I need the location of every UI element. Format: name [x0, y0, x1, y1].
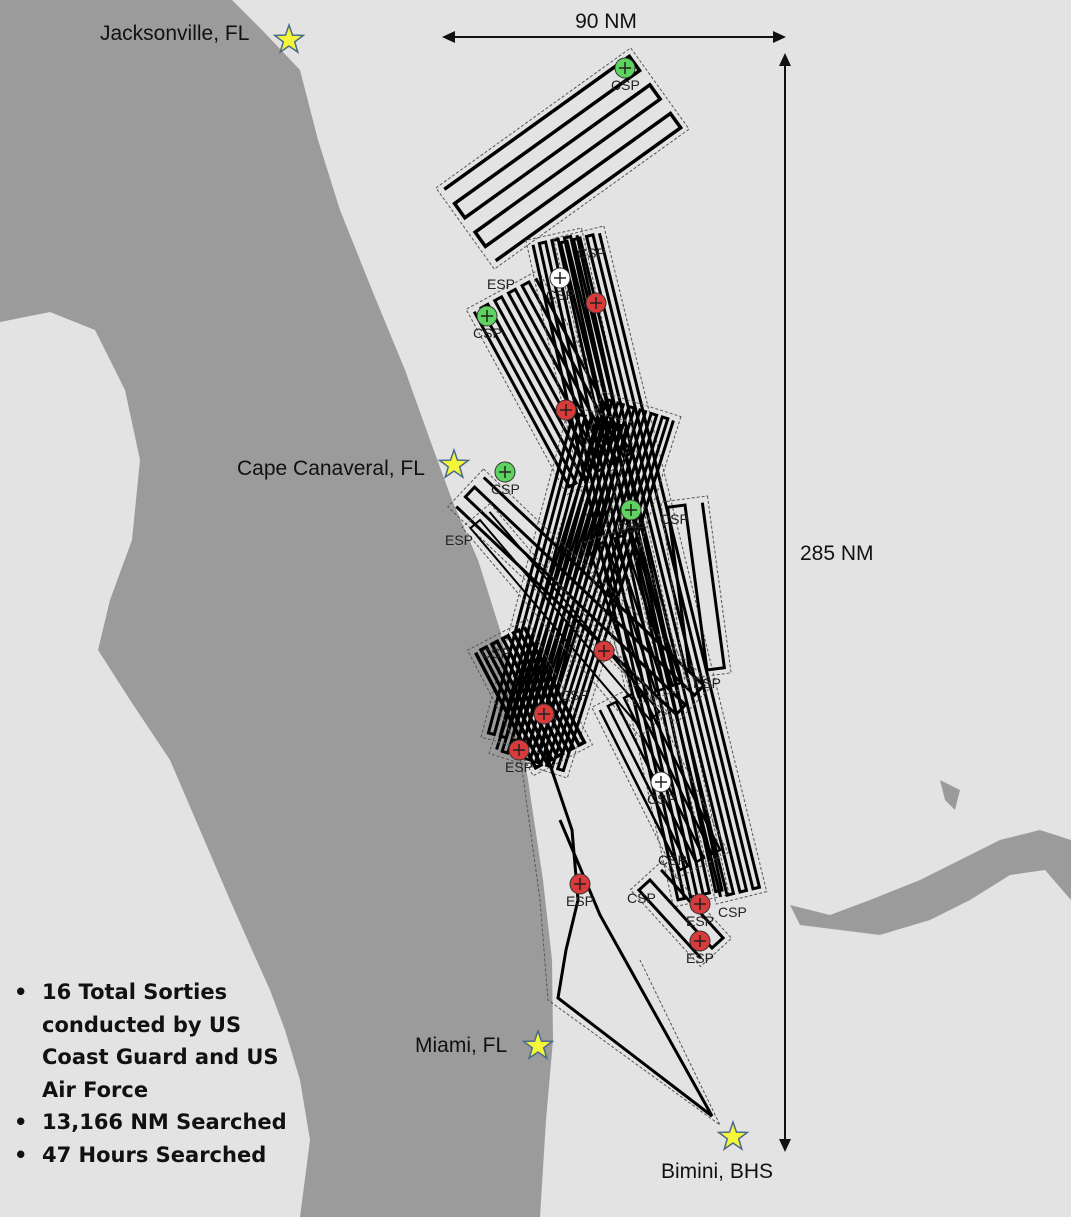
search-track	[665, 502, 727, 673]
red-point-marker[interactable]: ESP	[686, 893, 714, 929]
search-track	[455, 476, 706, 717]
stat-nm-searched: 13,166 NM Searched	[12, 1106, 302, 1139]
point-label: CSP	[658, 852, 687, 868]
search-area-boundary	[480, 404, 635, 756]
green-point-marker[interactable]: CSP	[473, 305, 502, 341]
city-miami: Miami, FL	[415, 1034, 507, 1057]
marker-label: CSP	[647, 791, 676, 807]
search-pattern	[480, 404, 635, 756]
search-track	[558, 232, 762, 898]
search-track	[587, 532, 683, 699]
marker-label: CSP	[473, 325, 502, 341]
search-area-boundary	[629, 860, 733, 968]
search-track	[474, 626, 587, 771]
marker-label: ESP	[566, 893, 594, 909]
marker-label: ESP	[686, 913, 714, 929]
point-label: CSP	[481, 645, 510, 661]
city-cape-canaveral: Cape Canaveral, FL	[237, 457, 425, 480]
search-pattern	[447, 468, 713, 724]
green-point-marker[interactable]: CSP	[611, 57, 640, 93]
city-bimini: Bimini, BHS	[661, 1160, 773, 1183]
star-icon-miami	[521, 1028, 555, 1060]
search-track	[598, 689, 722, 872]
red-point-marker[interactable]	[585, 292, 607, 314]
white-point-marker[interactable]: CSP	[546, 267, 575, 303]
search-track	[486, 412, 629, 749]
search-pattern	[435, 47, 690, 270]
search-pattern	[629, 860, 733, 968]
horizontal-scale: 90 NM	[442, 10, 786, 43]
star-icon-bimini	[716, 1119, 750, 1151]
point-label: CSP	[718, 904, 747, 920]
point-label: ESP	[693, 675, 721, 691]
marker-label: CSP	[611, 77, 640, 93]
red-point-marker[interactable]	[593, 640, 615, 662]
search-track	[636, 868, 726, 960]
marker-label: ESP	[505, 759, 533, 775]
point-label: CSP	[560, 687, 589, 703]
red-point-marker[interactable]: ESP	[686, 930, 714, 966]
city-labels: Jacksonville, FL Cape Canaveral, FL Miam…	[100, 22, 773, 1183]
search-pattern	[660, 495, 732, 680]
arrow-left-icon	[442, 31, 455, 43]
search-area-boundary	[580, 524, 690, 706]
point-label: CSP	[627, 890, 656, 906]
search-area-boundary	[591, 681, 729, 879]
marker-label: ESP	[686, 950, 714, 966]
search-statistics: 16 Total Sorties conducted by US Coast G…	[12, 976, 302, 1171]
star-icon-cape-canaveral	[437, 447, 471, 479]
bahamas-land	[790, 830, 1071, 935]
point-label: ESP	[487, 276, 515, 292]
marker-label: CSP	[546, 287, 575, 303]
search-area-boundary	[447, 468, 713, 724]
stat-hours-searched: 47 Hours Searched	[12, 1139, 302, 1172]
marker-label: CSP	[617, 519, 646, 535]
transit-track	[543, 749, 714, 1118]
transit-boundary	[519, 754, 721, 1126]
red-point-marker[interactable]	[533, 703, 555, 725]
bahamas-land-east	[940, 780, 960, 810]
red-point-marker[interactable]	[555, 399, 577, 421]
search-area-boundary	[660, 495, 732, 680]
white-point-marker[interactable]: CSP	[647, 771, 676, 807]
vertical-scale-label: 285 NM	[800, 542, 874, 565]
point-label: ESP	[445, 532, 473, 548]
point-label: CSP	[660, 511, 689, 527]
green-point-marker[interactable]: CSP	[491, 461, 520, 497]
horizontal-scale-label: 90 NM	[575, 10, 637, 33]
search-pattern	[580, 524, 690, 706]
stat-sorties: 16 Total Sorties conducted by US Coast G…	[12, 976, 302, 1106]
star-icon-jacksonville	[272, 22, 306, 54]
search-area-boundary	[466, 618, 594, 777]
vertical-scale: 285 NM	[779, 53, 874, 1152]
point-label: CSP	[577, 245, 606, 261]
marker-label: CSP	[491, 481, 520, 497]
search-point-markers: CSP CSP CSP CSP CSP ESP CSP ESP ESP ESP	[473, 57, 714, 966]
green-point-marker[interactable]: CSP	[617, 499, 646, 535]
search-track	[531, 234, 724, 902]
red-point-marker[interactable]: ESP	[505, 739, 533, 775]
search-track	[443, 53, 684, 263]
arrow-right-icon	[773, 31, 786, 43]
search-pattern	[591, 681, 729, 879]
city-jacksonville: Jacksonville, FL	[100, 22, 249, 45]
search-point-labels: ESP CSP ESP CSP CSP CSP ESP CSP CSP CSP	[445, 245, 747, 920]
search-pattern	[466, 618, 594, 777]
red-point-marker[interactable]: ESP	[566, 873, 594, 909]
arrow-up-icon	[779, 53, 791, 66]
arrow-down-icon	[779, 1139, 791, 1152]
